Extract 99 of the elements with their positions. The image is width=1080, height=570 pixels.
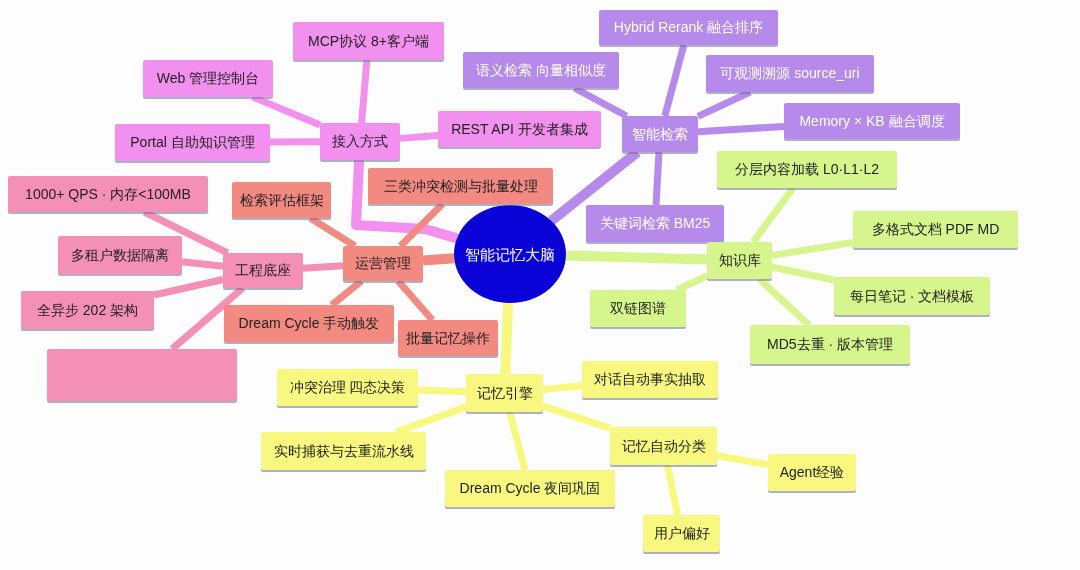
topic-text: 智能检索 xyxy=(632,125,688,143)
topic-box xyxy=(586,205,724,242)
topic-text: 检索评估框架 xyxy=(239,191,324,209)
topic-text: 接入方式 xyxy=(332,133,388,150)
topic-box xyxy=(47,349,237,401)
topic-box xyxy=(343,246,423,281)
topic-text: 每日笔记 · 文档模板 xyxy=(849,287,975,305)
topic-text: Portal 自助知识管理 xyxy=(130,134,255,151)
topic-box xyxy=(834,277,990,315)
branch-line xyxy=(506,411,529,471)
topic-text: 关键词检索 BM25 xyxy=(599,215,711,232)
branch-line xyxy=(661,44,688,117)
branch-line xyxy=(542,382,583,393)
topic-box xyxy=(582,361,718,398)
branch-line xyxy=(541,402,612,432)
topic-box xyxy=(21,291,154,329)
branch-line xyxy=(771,239,854,259)
branch-line xyxy=(395,278,435,323)
topic-text: 对话自动事实抽取 xyxy=(594,371,706,388)
topic-box xyxy=(590,290,686,327)
topic-box xyxy=(768,454,856,491)
topic-text: 记忆自动分类 xyxy=(621,437,706,455)
topic-text: 工程底座 xyxy=(235,262,291,279)
topic-box xyxy=(58,236,182,274)
branch-line xyxy=(750,185,797,245)
topic-text: 双链图谱 xyxy=(610,300,666,317)
branch-line xyxy=(697,122,785,136)
branch-line xyxy=(771,263,835,284)
central-topic-text: 智能记忆大脑 xyxy=(465,244,555,264)
topic-text: Hybrid Rerank 融合排序 xyxy=(613,19,764,36)
topic-text: 多格式文档 PDF MD xyxy=(871,221,1000,238)
topic-box xyxy=(277,369,418,406)
branch-line xyxy=(181,258,224,270)
topic-text: Memory × KB 融合调度 xyxy=(799,112,945,130)
branch-line xyxy=(308,215,357,249)
topic-box xyxy=(293,22,444,60)
topic-box xyxy=(368,168,553,204)
topic-text: 用户偏好 xyxy=(653,525,710,542)
topic-text: 知识库 xyxy=(718,252,761,269)
topic-text: 语义检索 向量相似度 xyxy=(476,61,606,79)
topic-box xyxy=(8,176,208,212)
branch-line xyxy=(716,452,769,469)
topic-box xyxy=(750,325,910,364)
topic-box xyxy=(784,103,960,139)
topic-box xyxy=(466,374,543,412)
branch-line xyxy=(500,302,514,375)
topic-text: REST API 开发者集成 xyxy=(451,120,588,138)
topic-box xyxy=(224,305,394,342)
branch-line xyxy=(169,285,246,352)
topic-box xyxy=(143,60,273,97)
branch-line xyxy=(153,276,224,299)
branch-line xyxy=(565,250,708,265)
topic-text: 多租户数据隔离 xyxy=(71,246,169,264)
topic-box xyxy=(706,55,874,92)
topic-text: 实时捕获与去重流水线 xyxy=(273,442,414,460)
topic-box xyxy=(320,123,400,160)
topic-box xyxy=(717,151,897,188)
topic-box xyxy=(463,52,619,88)
branch-line xyxy=(664,464,682,516)
branch-line xyxy=(351,159,459,244)
branch-line xyxy=(398,201,445,249)
topic-box xyxy=(115,124,270,161)
branch-line xyxy=(757,276,812,328)
topic-box xyxy=(643,515,720,552)
branch-line xyxy=(399,131,439,142)
branch-line xyxy=(422,253,455,266)
topic-text: Agent经验 xyxy=(779,464,845,481)
topic-box xyxy=(707,242,772,279)
topic-box xyxy=(398,320,498,356)
topic-text: 1000+ QPS · 内存<100MB xyxy=(25,185,191,203)
topic-text: 冲突治理 四态决策 xyxy=(289,379,406,396)
topic-text: 记忆引擎 xyxy=(476,384,533,402)
topic-box xyxy=(261,432,426,470)
topic-text: 全异步 202 架构 xyxy=(36,301,139,319)
topic-text: 分层内容加载 L0·L1·L2 xyxy=(735,161,879,178)
topic-text: Dream Cycle 夜间巩固 xyxy=(459,480,601,497)
branch-line xyxy=(269,138,321,146)
topic-box xyxy=(853,211,1018,248)
topic-text: 可观测溯源 source_uri xyxy=(720,65,860,82)
topic-box xyxy=(232,182,331,218)
topic-box xyxy=(438,111,601,147)
branch-line xyxy=(358,59,371,124)
central-topic-circle xyxy=(454,205,566,303)
branch-line xyxy=(302,262,344,272)
branch-line xyxy=(329,278,364,308)
topic-box xyxy=(223,253,303,288)
topic-box xyxy=(610,427,717,465)
topic-box xyxy=(445,470,615,507)
topic-text: Dream Cycle 手动触发 xyxy=(238,315,380,332)
topic-box xyxy=(622,116,698,152)
topic-text: MCP协议 8+客户端 xyxy=(308,32,429,50)
branch-line xyxy=(652,151,663,206)
topic-text: Web 管理控制台 xyxy=(156,70,260,87)
topic-text: MD5去重 · 版本管理 xyxy=(767,336,893,353)
topic-box xyxy=(599,10,778,45)
branch-line xyxy=(417,386,467,396)
topic-text: 三类冲突检测与批量处理 xyxy=(383,177,538,195)
topic-text: 运营管理 xyxy=(355,255,411,272)
topic-text: 批量记忆操作 xyxy=(406,329,490,347)
